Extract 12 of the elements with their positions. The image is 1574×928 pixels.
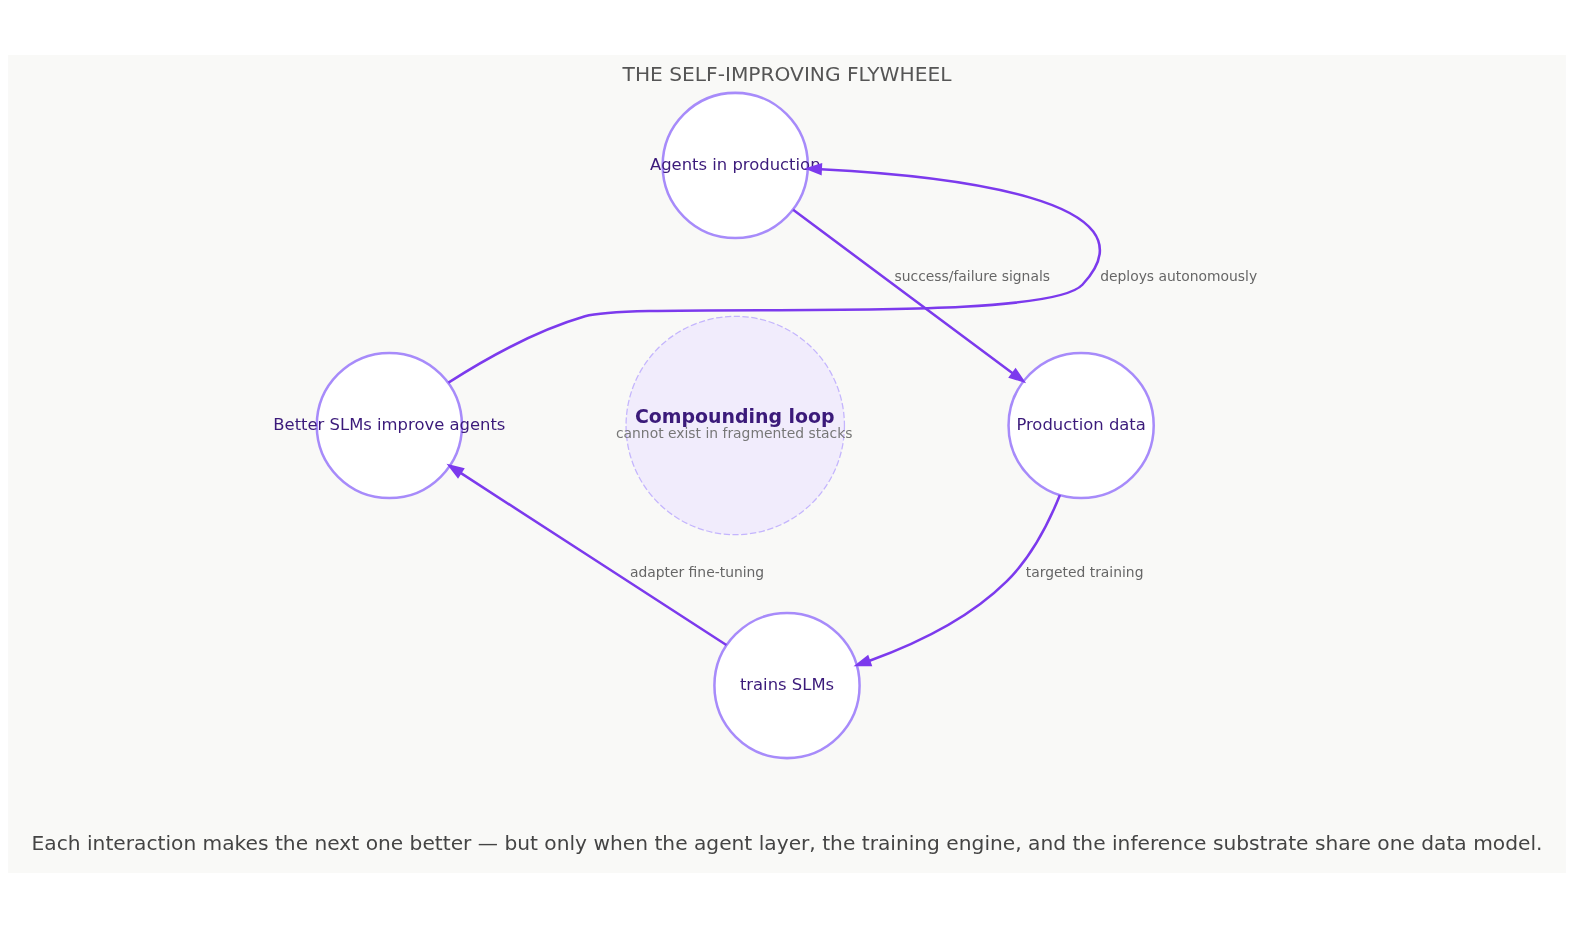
- caption: Each interaction makes the next one better — but only when the agent layer, the training engine, and the inference substrate share one data model.: [31, 831, 1543, 856]
- edge-label: deploys autonomously: [1100, 267, 1258, 284]
- arrow: [446, 463, 728, 647]
- arrow: [447, 163, 1101, 384]
- node-circle: trains SLMs: [713, 611, 861, 760]
- arrow: [792, 208, 1027, 384]
- node-label: Better SLMs improve agents: [273, 414, 506, 434]
- arrow: [853, 494, 1062, 667]
- edge-label: adapter fine-tuning: [629, 564, 765, 581]
- diagram-title: THE SELF-IMPROVING FLYWHEEL: [622, 62, 952, 87]
- edge-label: success/failure signals: [894, 267, 1050, 284]
- edge-label: targeted training: [1025, 564, 1144, 581]
